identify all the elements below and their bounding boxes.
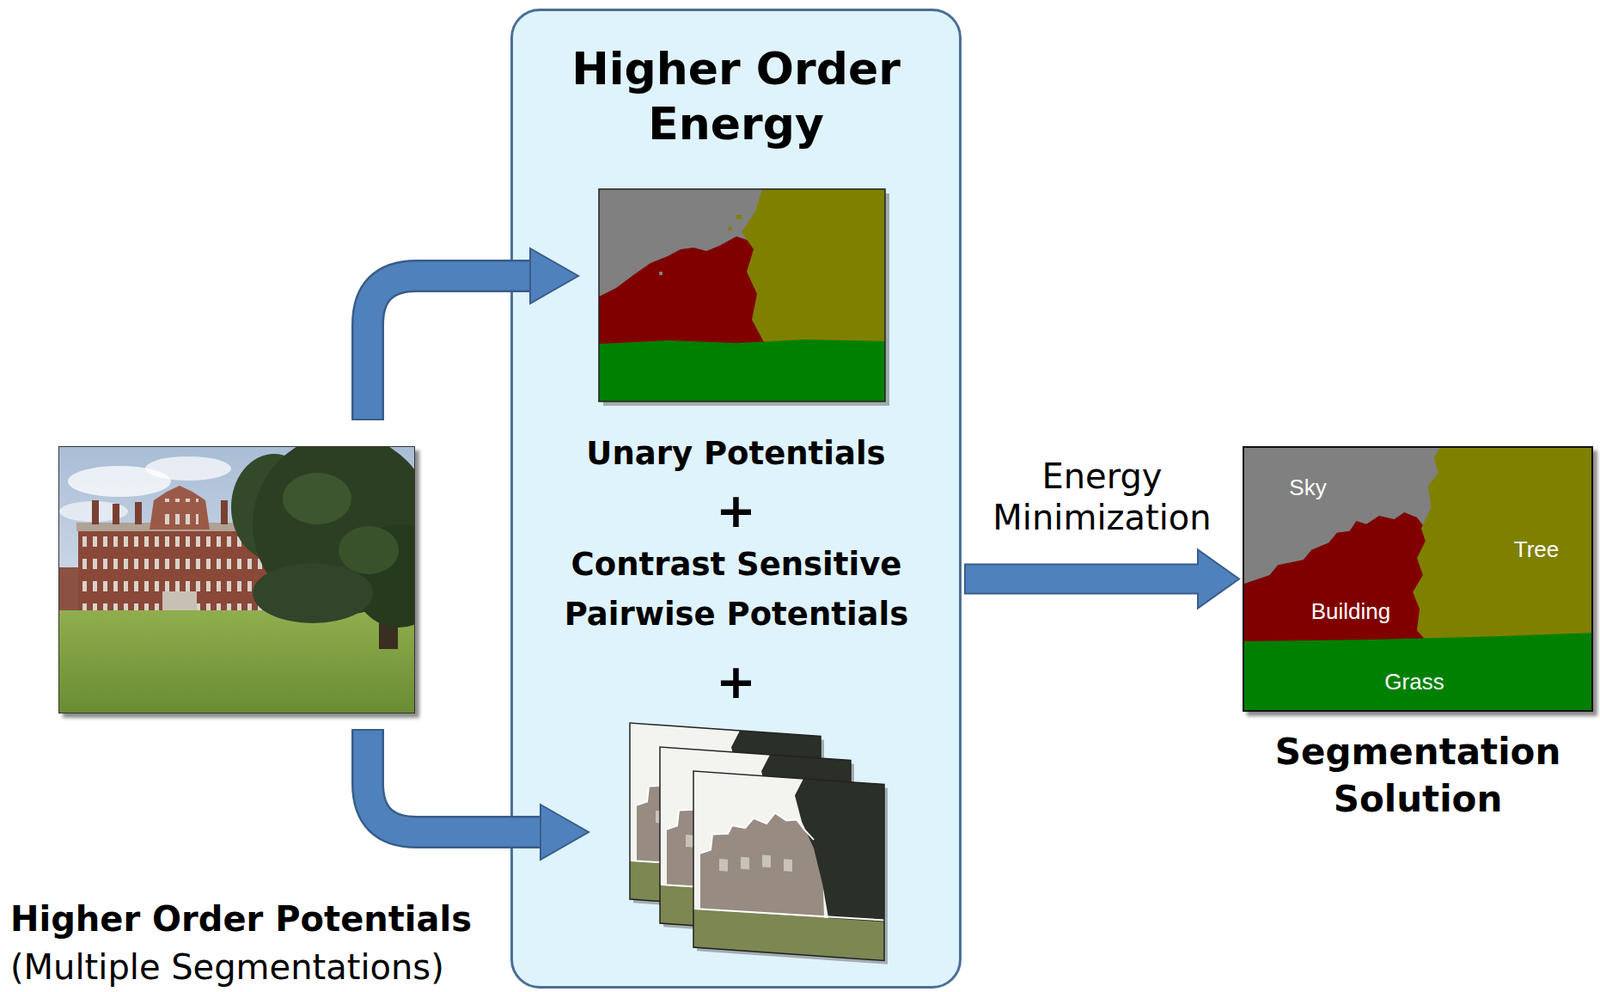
flow-arrow	[367, 248, 579, 421]
side-label: Higher Order Potentials	[10, 897, 472, 940]
unary-map-part	[659, 271, 663, 275]
flow-arrow-part	[367, 728, 545, 832]
segmentation-stack-part-part	[693, 770, 885, 961]
flow-arrow-part	[367, 275, 535, 421]
flow-arrow-part	[530, 248, 579, 304]
input-photo-part	[145, 456, 232, 481]
flow-arrow-part	[367, 730, 545, 832]
flow-arrow-part	[540, 804, 589, 860]
segmentation-stack	[629, 722, 888, 965]
figure-heading: Segmentation Solution	[1242, 727, 1594, 823]
unary-map-part	[598, 339, 886, 402]
energy-box: Higher Order EnergyUnary Potentials + Cont…	[510, 8, 962, 989]
input-photo-part	[252, 562, 373, 623]
unary-map-part	[741, 189, 886, 344]
input-photo-part	[134, 501, 142, 525]
segmentation-stack-part	[693, 770, 888, 965]
class-label: Sky	[1288, 474, 1326, 501]
unary-map-part	[598, 189, 886, 402]
class-label: Building	[1311, 598, 1392, 624]
segmentation-map-part	[1412, 447, 1592, 645]
unary-map-part	[598, 189, 886, 402]
input-photo	[58, 445, 416, 714]
flow-arrow	[367, 728, 589, 860]
segmentation-map-part	[1244, 632, 1592, 710]
unary-map-part	[727, 226, 733, 231]
segmentation-stack-part-part	[629, 722, 821, 913]
side-label: (Multiple Segmentations)	[10, 946, 445, 988]
segmentation-stack-part	[659, 746, 855, 941]
segmentation-stack-part-part	[659, 746, 851, 937]
class-label: Tree	[1514, 536, 1560, 562]
unary-map-part	[736, 214, 742, 220]
input-photo-part	[59, 567, 80, 615]
segmentation-map-part	[1244, 512, 1447, 645]
class-label: Grass	[1384, 668, 1444, 695]
input-photo-part	[220, 500, 228, 525]
flow-arrow-part	[367, 275, 535, 419]
unary-map-part	[598, 236, 814, 344]
term-label: Contrast Sensitive Pairwise Potentials	[530, 539, 943, 640]
plus-sign: +	[512, 658, 959, 705]
block-arrow	[964, 549, 1240, 609]
input-photo-part	[160, 498, 199, 530]
input-photo-part	[59, 610, 415, 713]
box-title: Higher Order Energy	[512, 41, 959, 152]
edge-label: Energy Minimization	[973, 455, 1232, 538]
segmentation-stack-part-part	[696, 774, 888, 965]
segmentation-stack-part-part	[633, 726, 825, 917]
segmentation-stack-part-part	[663, 750, 855, 941]
plus-sign: +	[512, 487, 959, 534]
input-photo-part	[91, 500, 99, 525]
term-label: Unary Potentials	[512, 433, 959, 474]
solution-image: SkyTreeBuildingGrass	[1242, 445, 1594, 712]
input-photo-part	[112, 503, 120, 525]
unary-map-part	[603, 193, 890, 406]
input-photo-part	[282, 472, 352, 525]
segmentation-map-part	[1244, 447, 1592, 710]
segmentation-stack-part	[629, 722, 825, 917]
input-photo-part	[338, 525, 399, 575]
solution-figure: SkyTreeBuildingGrassSegmentation Solutio…	[1242, 445, 1594, 823]
unary-map	[598, 189, 890, 406]
input-photo-part	[149, 485, 210, 530]
segmentation-map-part	[1436, 494, 1448, 507]
